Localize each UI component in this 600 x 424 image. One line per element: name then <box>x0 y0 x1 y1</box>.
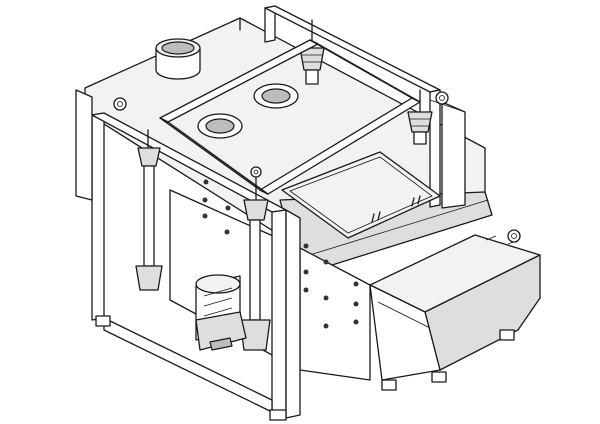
inlet-pipe <box>155 38 201 80</box>
hopper-lifting-eye <box>507 229 521 243</box>
top-port-rear <box>253 83 299 109</box>
rear-lifting-eye <box>435 91 449 105</box>
front-spring-right <box>239 177 271 351</box>
front-lifting-eye <box>250 166 262 178</box>
bolt-pattern <box>202 179 359 329</box>
top-port-front <box>197 113 243 139</box>
cross-beam-side <box>159 39 421 195</box>
vibration-motor <box>195 274 247 351</box>
inspection-hatch <box>281 151 441 239</box>
hopper-feet <box>381 329 515 391</box>
rear-frame <box>264 5 466 209</box>
discharge-hopper <box>369 234 541 381</box>
front-spring-left <box>135 129 163 291</box>
rear-spring-left <box>299 19 325 85</box>
rear-spring-right <box>407 89 433 145</box>
front-frame <box>75 89 301 421</box>
frame-feet <box>95 315 287 421</box>
rear-left-lifting-eye <box>113 97 127 111</box>
